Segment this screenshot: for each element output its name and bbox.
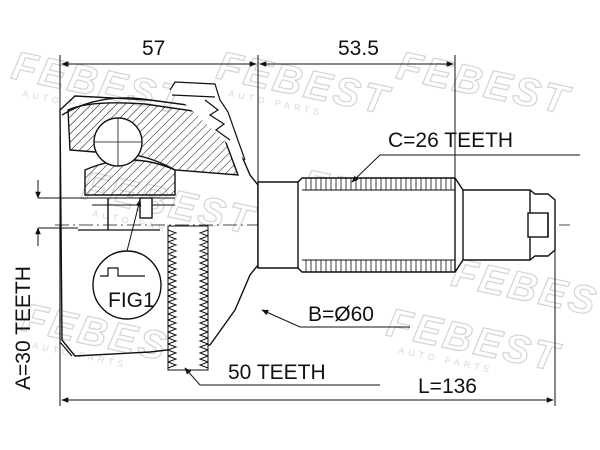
top-spline (169, 81, 246, 161)
fig1-detail: FIG1 (92, 199, 162, 320)
dim-total-length-label: L=136 (418, 375, 477, 398)
fig-label: FIG1 (108, 289, 155, 312)
stub-shaft (257, 177, 556, 273)
dimension-lines (35, 55, 580, 406)
dim-a-teeth-label: A=30 TEETH (12, 266, 35, 390)
dim-c-teeth-label: C=26 TEETH (388, 129, 513, 152)
abs-ring (167, 225, 209, 371)
dim-b-diameter-label: B=Ø60 (308, 303, 374, 326)
dim-57-label: 57 (142, 37, 165, 60)
dim-abs-teeth-label: 50 TEETH (228, 361, 326, 384)
outer-housing (59, 95, 259, 357)
watermark-text: FEBEST (393, 44, 575, 124)
dim-53-5-label: 53.5 (338, 37, 379, 60)
